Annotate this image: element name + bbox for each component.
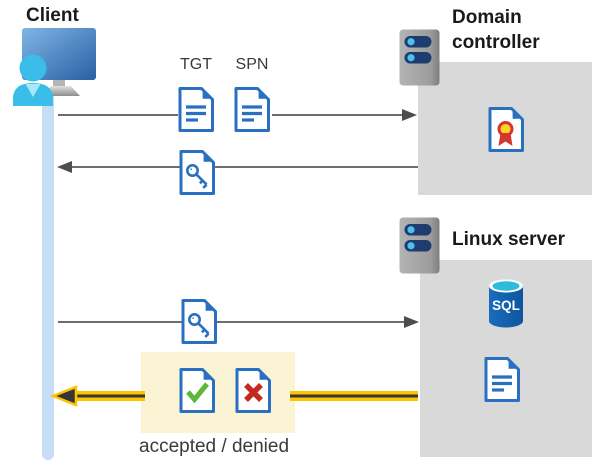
domain-controller-server-icon <box>399 29 440 86</box>
spn-label: SPN <box>235 56 269 73</box>
key-ticket-icon <box>179 150 215 195</box>
ticket-arrow-client-to-linux <box>58 316 419 328</box>
result-label: accepted / denied <box>139 436 290 457</box>
linux-server-icon <box>399 217 440 274</box>
user-icon <box>13 54 53 106</box>
client-lifeline <box>42 93 54 460</box>
certificate-icon <box>488 107 524 152</box>
client-workstation-icon <box>13 28 96 106</box>
request-arrow-client-to-dc <box>58 109 417 121</box>
sql-database-icon: SQL <box>489 279 523 328</box>
client-label: Client <box>26 5 79 26</box>
tgt-label: TGT <box>180 56 212 73</box>
denied-document-icon <box>235 368 271 413</box>
spn-document-icon <box>234 87 270 132</box>
ticket-arrow-dc-to-client <box>57 161 418 173</box>
key-ticket-icon-2 <box>181 299 217 344</box>
domain-controller-label: Domain controller <box>452 7 540 54</box>
linux-server-label: Linux server <box>452 229 565 250</box>
tgt-document-icon <box>178 87 214 132</box>
accepted-document-icon <box>179 368 215 413</box>
result-arrow-linux-to-client <box>50 385 418 407</box>
keytab-file-icon <box>484 357 520 402</box>
sql-label: SQL <box>492 298 520 313</box>
